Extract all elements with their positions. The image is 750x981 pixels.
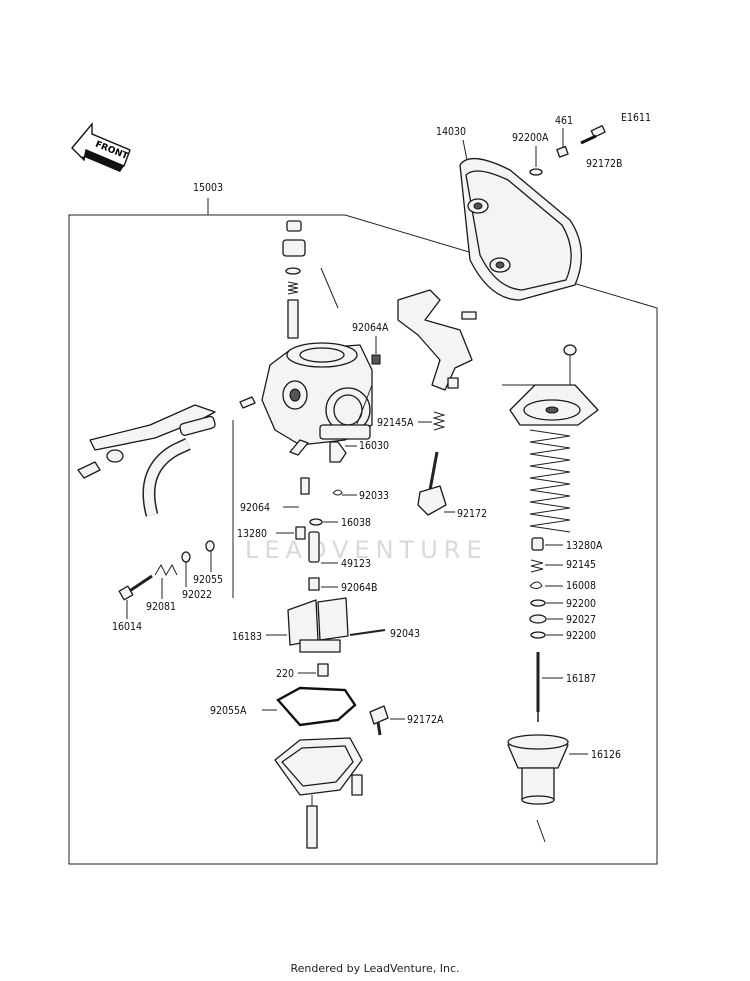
pin-92043 xyxy=(349,629,386,636)
screw-220 xyxy=(317,663,329,677)
label-92022: 92022 xyxy=(182,589,212,601)
label-16014: 16014 xyxy=(112,621,142,633)
clip-92033 xyxy=(332,489,343,496)
label-92200-2: 92200 xyxy=(566,630,596,642)
label-92027: 92027 xyxy=(566,614,596,626)
label-461: 461 xyxy=(555,115,573,127)
jet-13280 xyxy=(295,526,306,540)
label-92064B: 92064B xyxy=(341,582,378,594)
label-92172B: 92172B xyxy=(586,158,623,170)
watermark: LEADVENTURE xyxy=(245,536,488,564)
spring-large xyxy=(529,429,571,533)
label-92172A: 92172A xyxy=(407,714,444,726)
label-49123: 49123 xyxy=(341,558,371,570)
float-bowl xyxy=(274,737,363,849)
label-15003: 15003 xyxy=(193,182,223,194)
label-16183: 16183 xyxy=(232,631,262,643)
pilot-screw-16014 xyxy=(118,574,153,601)
label-92043: 92043 xyxy=(390,628,420,640)
washer-92200A xyxy=(529,168,543,176)
air-duct-14030 xyxy=(459,158,583,301)
spring-92081 xyxy=(154,563,178,577)
label-92200A: 92200A xyxy=(512,132,549,144)
label-13280: 13280 xyxy=(237,528,267,540)
label-16126: 16126 xyxy=(591,749,621,761)
label-16038: 16038 xyxy=(341,517,371,529)
label-220: 220 xyxy=(276,668,294,680)
throttle-bracket xyxy=(397,289,477,391)
gasket-92055A xyxy=(276,686,357,727)
spring-92145 xyxy=(530,559,544,573)
carburetor-body xyxy=(261,342,373,456)
label-13280A: 13280A xyxy=(566,540,603,552)
label-92200-1: 92200 xyxy=(566,598,596,610)
assembly-frame xyxy=(68,214,658,865)
nut-461 xyxy=(556,145,569,158)
drain-screw-92172A xyxy=(369,705,389,736)
oring-92055 xyxy=(205,540,215,552)
washer-92022 xyxy=(181,551,191,563)
clip-16008 xyxy=(529,581,543,589)
label-14030: 14030 xyxy=(436,126,466,138)
footer-credit: Rendered by LeadVenture, Inc. xyxy=(290,962,460,975)
float-16183 xyxy=(287,597,349,653)
front-arrow-icon: FRONT xyxy=(71,122,131,172)
diagram-code: E1611 xyxy=(621,112,651,124)
label-92055: 92055 xyxy=(193,574,223,586)
screw-92172 xyxy=(417,451,447,516)
label-92172: 92172 xyxy=(457,508,487,520)
label-92064: 92064 xyxy=(240,502,270,514)
fitting-92064A xyxy=(371,354,381,365)
label-92081: 92081 xyxy=(146,601,176,613)
jet-92064B xyxy=(308,577,320,591)
label-16030: 16030 xyxy=(359,440,389,452)
top-cap xyxy=(282,220,306,339)
washer-92200-1 xyxy=(530,599,546,607)
spring-92145A xyxy=(432,411,446,431)
throttle-lever xyxy=(77,396,256,479)
label-92055A: 92055A xyxy=(210,705,247,717)
float-valve-16030 xyxy=(329,441,347,463)
vacuum-piston-16126 xyxy=(507,734,569,805)
washer-92200-2 xyxy=(530,631,546,639)
spacer-92027 xyxy=(529,614,547,624)
label-92033: 92033 xyxy=(359,490,389,502)
bolt-92172B xyxy=(580,125,606,145)
label-16008: 16008 xyxy=(566,580,596,592)
needle-jet-49123 xyxy=(308,531,320,563)
label-92145A: 92145A xyxy=(377,417,414,429)
oring-16038 xyxy=(309,518,323,526)
jet-92064 xyxy=(300,477,310,495)
jet-13280A xyxy=(531,537,544,551)
label-92064A: 92064A xyxy=(352,322,389,334)
label-92145: 92145 xyxy=(566,559,596,571)
label-16187: 16187 xyxy=(566,673,596,685)
